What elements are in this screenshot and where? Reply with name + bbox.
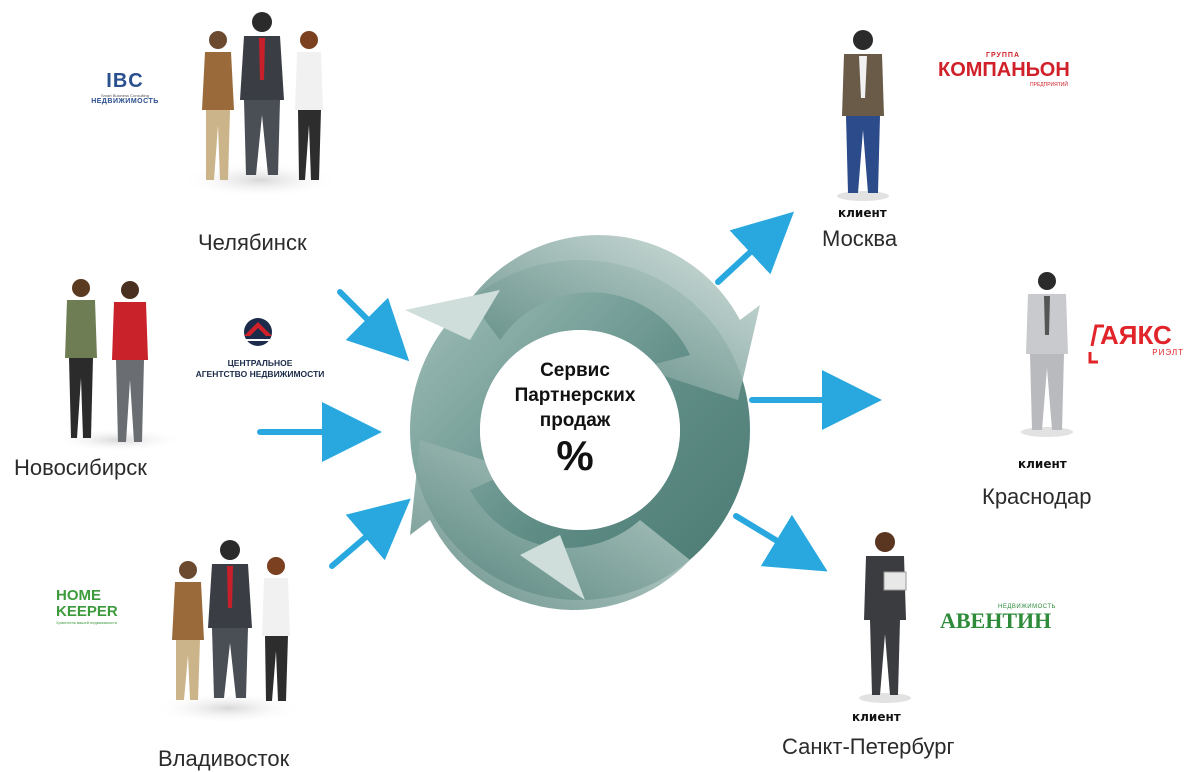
cycle-arrows-icon	[405, 235, 760, 610]
ayaks-logo-main: АЯКС	[1100, 320, 1172, 350]
ibc-logo: IBC Smart Business Consulting НЕДВИЖИМОС…	[80, 70, 170, 105]
client-label-spb: клиент	[852, 710, 901, 724]
ibc-logo-tagline: Smart Business Consulting	[100, 93, 150, 98]
city-label-vladivostok: Владивосток	[158, 746, 290, 771]
group-icon	[153, 540, 303, 724]
person-icon	[837, 30, 889, 201]
homekeeper-logo-line2: KEEPER	[56, 603, 118, 620]
client-label-moscow: клиент	[838, 206, 887, 220]
center-line-1: Сервис	[540, 360, 610, 381]
group-icon	[180, 12, 340, 198]
ayaks-logo-sub: РИЭЛТ	[1152, 348, 1184, 357]
center-label: Сервис Партнерских продаж %	[490, 358, 660, 479]
center-line-3: продаж	[539, 410, 611, 431]
can-logo-emblem	[244, 318, 272, 346]
aventin-logo-main: АВЕНТИН	[940, 608, 1052, 633]
blue-arrow-icon	[257, 211, 882, 572]
city-label-moscow: Москва	[822, 226, 898, 251]
homekeeper-logo-tagline: Хранитель вашей недвижимости	[56, 620, 118, 625]
homekeeper-logo-line1: HOME	[56, 587, 101, 604]
ayaks-logo: АЯКС РИЭЛТ	[1100, 322, 1184, 357]
group-icon	[53, 279, 183, 452]
client-label-krasnodar: клиент	[1018, 457, 1067, 471]
ayaks-logo-bracket	[1088, 324, 1104, 364]
can-logo-line2: АГЕНТСТВО НЕДВИЖИМОСТИ	[195, 369, 325, 379]
kompanon-logo: ГРУППА КОМПАНЬОН ПРЕДПРИЯТИЙ	[938, 52, 1070, 88]
person-icon	[859, 532, 911, 703]
city-label-chelyabinsk: Челябинск	[198, 230, 307, 255]
city-label-novosibirsk: Новосибирск	[14, 455, 147, 480]
can-logo-line1: ЦЕНТРАЛЬНОЕ	[227, 358, 293, 368]
kompanon-logo-bottom: ПРЕДПРИЯТИЙ	[1029, 82, 1068, 88]
city-label-spb: Санкт-Петербург	[782, 734, 955, 759]
aventin-logo: НЕДВИЖИМОСТЬ АВЕНТИН	[940, 604, 1056, 632]
homekeeper-logo: HOME KEEPER Хранитель вашей недвижимости	[56, 587, 146, 626]
ibc-logo-title: IBC	[106, 70, 144, 92]
center-line-2: Партнерских	[514, 385, 636, 406]
kompanon-logo-top: ГРУППА	[985, 52, 1021, 59]
city-label-krasnodar: Краснодар	[982, 484, 1092, 509]
can-logo: ЦЕНТРАЛЬНОЕ АГЕНТСТВО НЕДВИЖИМОСТИ	[180, 358, 340, 380]
aventin-logo-top: НЕДВИЖИМОСТЬ	[998, 604, 1056, 610]
ibc-logo-subtitle: НЕДВИЖИМОСТЬ	[91, 98, 159, 105]
kompanon-logo-main: КОМПАНЬОН	[938, 59, 1070, 81]
person-icon	[1021, 272, 1073, 437]
percent-symbol: %	[556, 432, 594, 479]
